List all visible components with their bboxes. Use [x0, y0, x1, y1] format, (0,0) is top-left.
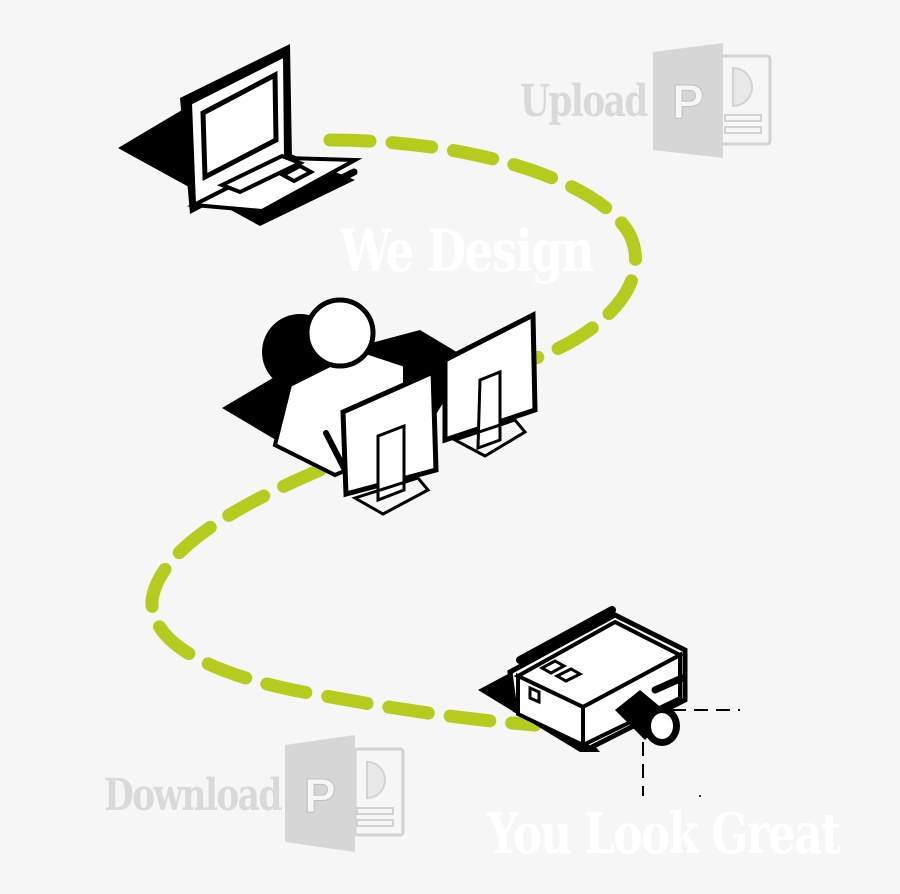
you-look-great-label: You Look Great: [487, 801, 841, 867]
svg-text:P: P: [672, 76, 704, 129]
upload-label: Upload: [520, 76, 648, 127]
designer-workstation-icon: [222, 297, 538, 516]
laptop-icon: [118, 44, 363, 226]
powerpoint-download-icon: P: [285, 735, 405, 852]
we-design-label: We Design: [340, 217, 594, 285]
download-label: Download: [104, 770, 282, 821]
dashed-flow-path: [145, 133, 642, 732]
powerpoint-upload-icon: P: [653, 43, 772, 158]
svg-text:P: P: [304, 770, 336, 823]
projector-icon: [478, 606, 740, 797]
